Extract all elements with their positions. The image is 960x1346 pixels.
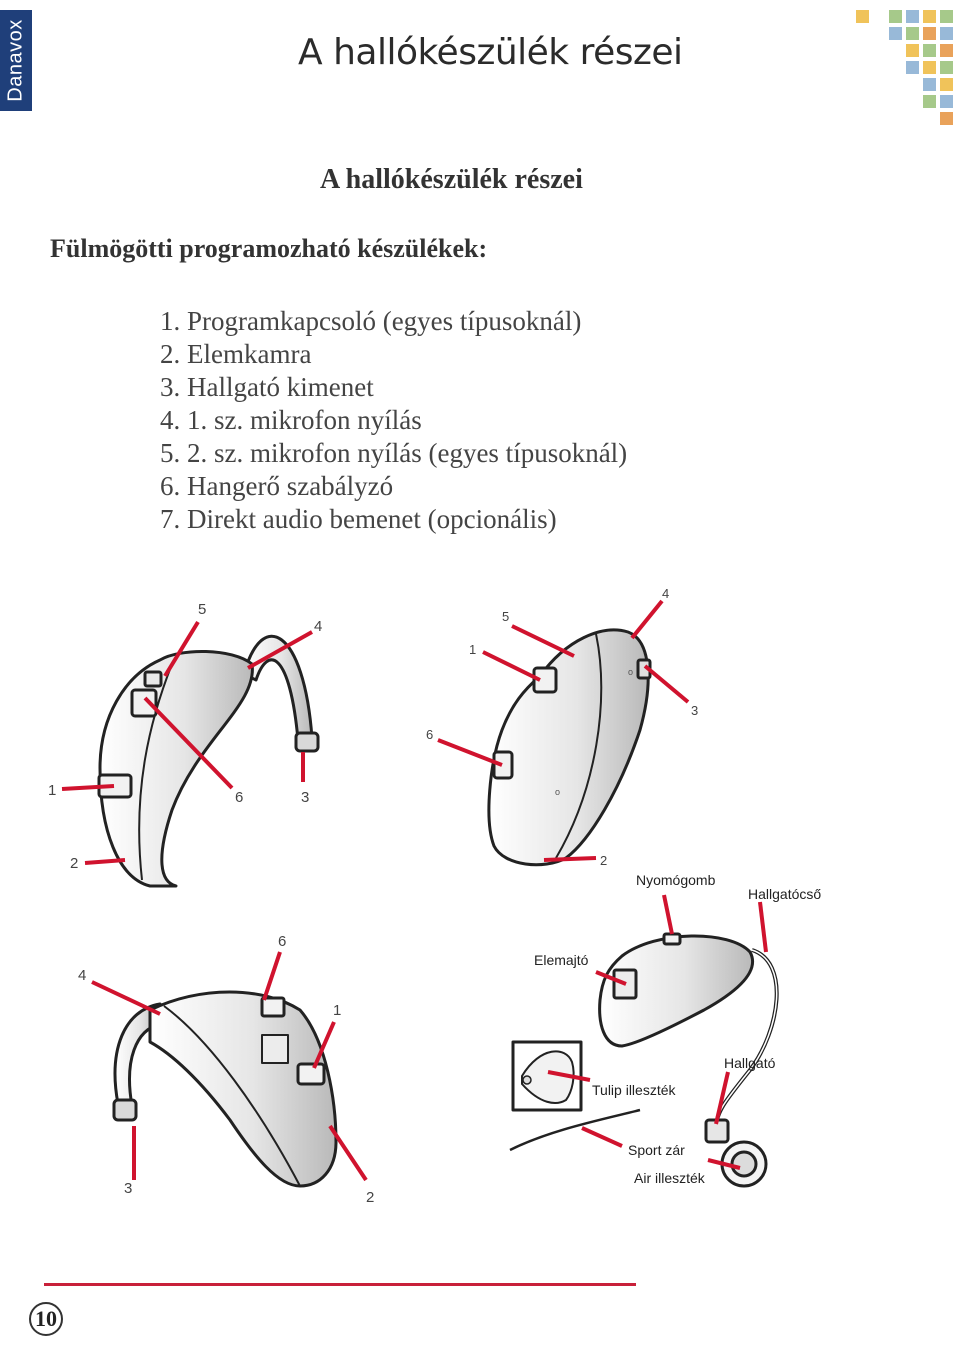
device-a-label-3: 3 <box>301 789 309 806</box>
device-c-label-6: 6 <box>278 933 286 950</box>
device-d-label-hallgatocso: Hallgatócső <box>748 886 821 902</box>
list-item: 3. Hallgató kimenet <box>160 372 374 402</box>
device-b-leaders <box>437 599 690 862</box>
device-c-leaders <box>91 951 368 1182</box>
device-b-label-4: 4 <box>662 586 669 601</box>
device-d-label-elemajto: Elemajtó <box>534 952 589 968</box>
device-d-label-hallgato: Hallgató <box>724 1055 776 1071</box>
device-c-label-3: 3 <box>124 1180 132 1197</box>
device-b-illustration: o o <box>487 628 652 867</box>
section-heading: Fülmögötti programozható készülékek: <box>50 234 488 263</box>
device-c-volume <box>260 996 286 1018</box>
device-c-body <box>148 990 338 1188</box>
page-title: A hallókészülék részei <box>298 32 683 73</box>
device-c-illustration <box>112 990 338 1188</box>
device-d-illustration <box>509 932 779 1188</box>
device-c-label-1: 1 <box>333 1002 341 1019</box>
device-a-label-1: 1 <box>48 782 56 799</box>
parts-list: 1. Programkapcsoló (egyes típusoknál) 2.… <box>160 305 627 536</box>
device-c-tip <box>112 1098 138 1122</box>
device-a-label-4: 4 <box>314 618 322 635</box>
footer-rule <box>44 1283 636 1286</box>
device-a-leaders <box>61 620 313 865</box>
list-item: 1. Programkapcsoló (egyes típusoknál) <box>160 306 582 336</box>
device-c-label-4: 4 <box>78 967 86 984</box>
section-title: A hallókészülék részei <box>320 164 583 195</box>
device-b-label-5: 5 <box>502 609 509 624</box>
device-b-body <box>487 628 650 867</box>
device-d-button <box>662 932 682 946</box>
device-d-body <box>598 934 755 1048</box>
device-a-label-2: 2 <box>70 855 78 872</box>
device-d-sport-lock <box>509 1108 641 1152</box>
page-number: 10 <box>29 1302 63 1336</box>
device-a-illustration <box>97 634 320 888</box>
device-c-label-2: 2 <box>366 1189 374 1206</box>
device-b-volume <box>492 750 514 780</box>
svg-text:o: o <box>555 787 560 797</box>
device-d-leaders <box>547 894 768 1170</box>
device-a-label-6: 6 <box>235 789 243 806</box>
device-a-label-5: 5 <box>198 601 206 618</box>
device-b-label-1: 1 <box>469 642 476 657</box>
device-b-label-2: 2 <box>600 853 607 868</box>
device-b-label-3: 3 <box>691 703 698 718</box>
device-d-tulip-dome <box>521 1050 575 1104</box>
device-b-switch <box>532 666 558 694</box>
device-a-tip <box>294 731 320 753</box>
brand-logo: Danavox <box>0 10 32 111</box>
page-number-text: 10 <box>35 1306 57 1331</box>
device-d-label-nyomogomb: Nyomógomb <box>636 872 716 888</box>
device-a-volume <box>130 688 158 718</box>
list-item: 6. Hangerő szabályzó <box>160 471 394 501</box>
device-a-body <box>98 649 254 888</box>
list-item: 2. Elemkamra <box>160 339 312 369</box>
list-item: 7. Direkt audio bemenet (opcionális) <box>160 504 557 534</box>
list-item: 5. 2. sz. mikrofon nyílás (egyes típusok… <box>160 438 628 468</box>
device-d-label-sport: Sport zár <box>628 1142 685 1158</box>
device-b-label-6: 6 <box>426 727 433 742</box>
list-item: 4. 1. sz. mikrofon nyílás <box>160 405 422 435</box>
device-c-switch <box>296 1062 326 1086</box>
device-d-label-air: Air illeszték <box>634 1170 706 1186</box>
svg-text:o: o <box>628 667 633 677</box>
device-d-label-tulip: Tulip illeszték <box>592 1082 677 1098</box>
